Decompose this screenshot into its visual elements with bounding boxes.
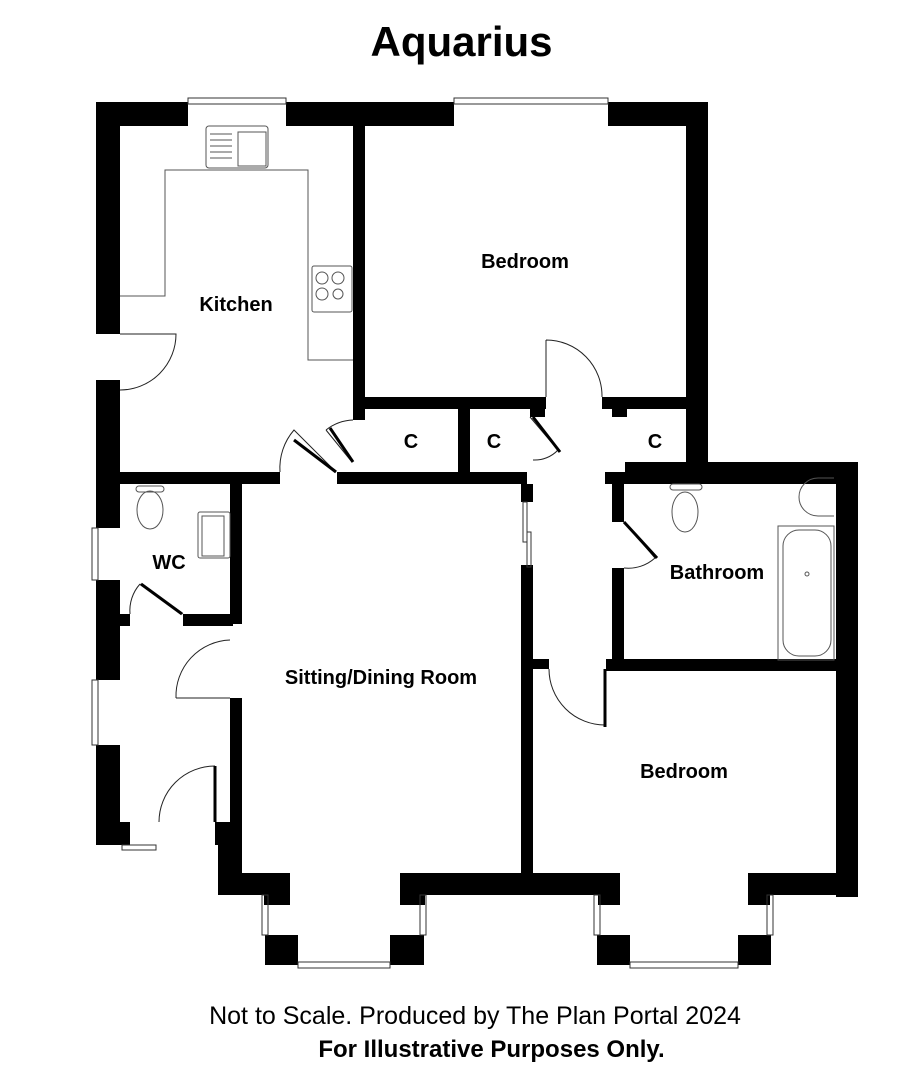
room-label-bedroom-2: Bedroom (640, 761, 728, 783)
room-label-bedroom-1: Bedroom (481, 251, 569, 273)
bath-icon (777, 525, 835, 661)
disclaimer-scale: Not to Scale. Produced by The Plan Porta… (209, 1002, 741, 1030)
room-label-cupboard-3: C (648, 431, 662, 453)
plan-title: Aquarius (370, 18, 553, 65)
basin-icon (798, 477, 834, 517)
room-label-bathroom: Bathroom (670, 562, 764, 584)
sink-icon (205, 125, 269, 169)
disclaimer-illustrative: For Illustrative Purposes Only. (318, 1036, 665, 1063)
walls (96, 102, 858, 965)
room-label-cupboard-2: C (487, 431, 501, 453)
room-labels: Kitchen Bedroom C C C WC Bathroom Sittin… (152, 251, 764, 783)
toilet-icon (135, 485, 165, 530)
room-label-wc: WC (152, 552, 185, 574)
windows (91, 97, 774, 969)
room-label-cupboard-1: C (404, 431, 418, 453)
basin-icon (197, 511, 231, 559)
toilet-icon (669, 483, 703, 533)
room-label-sitting-dining: Sitting/Dining Room (285, 667, 477, 689)
room-label-kitchen: Kitchen (199, 294, 272, 316)
hob-icon (311, 265, 353, 313)
fixtures (120, 125, 835, 661)
